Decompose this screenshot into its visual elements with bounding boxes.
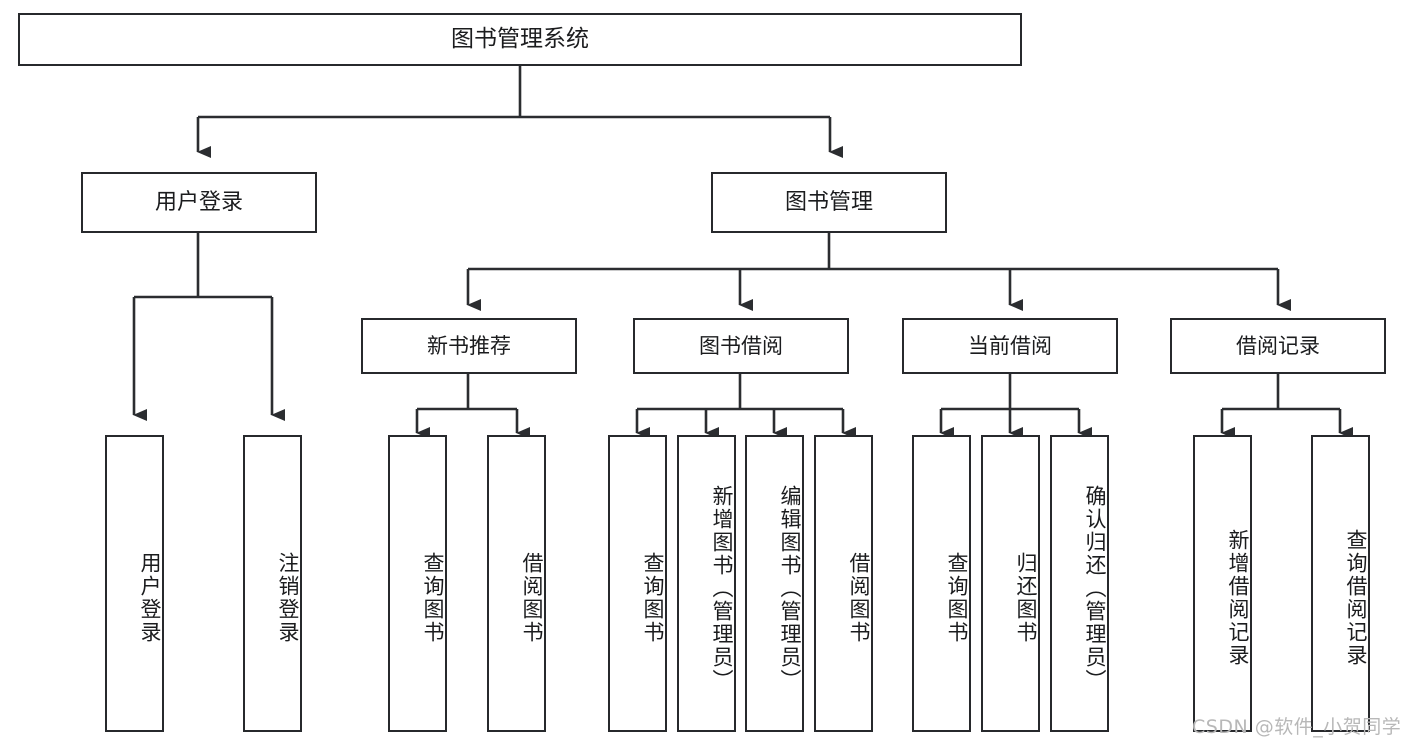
watermark: CSDN @软件_小贺同学	[1192, 716, 1402, 738]
leaf-query-book-2-label: 查询图书	[641, 551, 665, 644]
leaf-query-book-3[interactable]: 查询图书	[912, 435, 971, 732]
leaf-edit-book[interactable]: 编辑图书（管理员）	[745, 435, 804, 732]
leaf-query-book-1[interactable]: 查询图书	[388, 435, 447, 732]
node-book-borrow-label: 图书借阅	[699, 333, 783, 358]
node-current-borrow[interactable]: 当前借阅	[902, 318, 1118, 374]
leaf-borrow-book-1[interactable]: 借阅图书	[487, 435, 546, 732]
leaf-borrow-book-2-label: 借阅图书	[847, 551, 871, 644]
node-user-login[interactable]: 用户登录	[81, 172, 317, 233]
leaf-borrow-book-1-label: 借阅图书	[520, 551, 544, 644]
leaf-edit-book-label: 编辑图书（管理员）	[778, 485, 802, 692]
leaf-add-book[interactable]: 新增图书（管理员）	[677, 435, 736, 732]
node-current-borrow-label: 当前借阅	[968, 333, 1052, 358]
leaf-query-record[interactable]: 查询借阅记录	[1311, 435, 1370, 732]
node-root-label: 图书管理系统	[451, 25, 589, 52]
node-book-management-label: 图书管理	[784, 189, 873, 215]
leaf-add-record-label: 新增借阅记录	[1226, 528, 1250, 667]
leaf-confirm-return-label: 确认归还（管理员）	[1083, 485, 1107, 692]
leaf-query-book-3-label: 查询图书	[945, 551, 969, 644]
node-root[interactable]: 图书管理系统	[18, 13, 1022, 66]
leaf-borrow-book-2[interactable]: 借阅图书	[814, 435, 873, 732]
node-book-management[interactable]: 图书管理	[711, 172, 947, 233]
leaf-user-login[interactable]: 用户登录	[105, 435, 164, 732]
leaf-query-book-2[interactable]: 查询图书	[608, 435, 667, 732]
node-book-borrow[interactable]: 图书借阅	[633, 318, 849, 374]
node-user-login-label: 用户登录	[154, 189, 243, 215]
leaf-user-logout-label: 注销登录	[276, 551, 300, 644]
leaf-query-record-label: 查询借阅记录	[1344, 528, 1368, 667]
leaf-return-book[interactable]: 归还图书	[981, 435, 1040, 732]
leaf-user-logout[interactable]: 注销登录	[243, 435, 302, 732]
leaf-user-login-label: 用户登录	[138, 551, 162, 644]
leaf-query-book-1-label: 查询图书	[421, 551, 445, 644]
leaf-add-book-label: 新增图书（管理员）	[710, 485, 734, 692]
node-borrow-record-label: 借阅记录	[1236, 333, 1320, 358]
node-new-book-recommend-label: 新书推荐	[427, 333, 511, 358]
leaf-confirm-return[interactable]: 确认归还（管理员）	[1050, 435, 1109, 732]
node-new-book-recommend[interactable]: 新书推荐	[361, 318, 577, 374]
leaf-add-record[interactable]: 新增借阅记录	[1193, 435, 1252, 732]
leaf-return-book-label: 归还图书	[1014, 551, 1038, 644]
node-borrow-record[interactable]: 借阅记录	[1170, 318, 1386, 374]
